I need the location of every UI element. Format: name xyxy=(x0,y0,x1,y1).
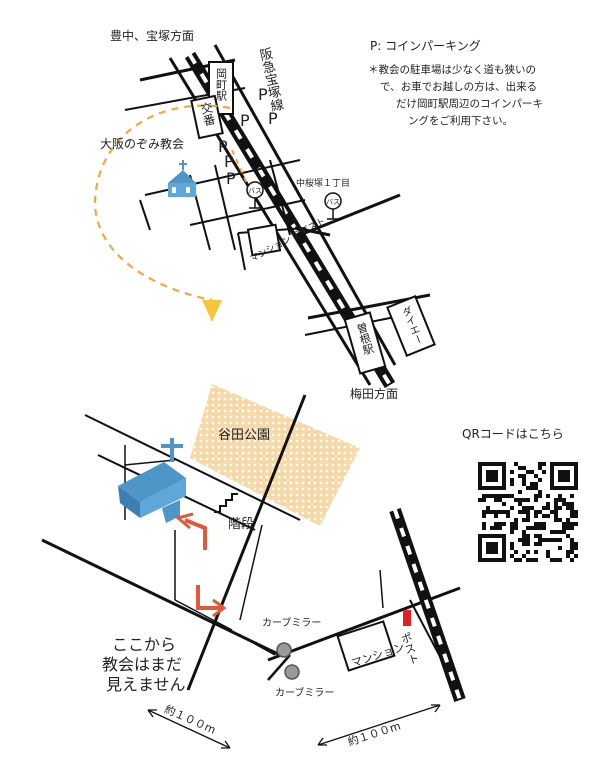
parking-marker: P xyxy=(240,111,250,130)
bus-stop-icon-1: バス xyxy=(246,181,264,209)
curve-mirror-label-bottom: カーブミラー xyxy=(275,686,334,699)
curve-mirror-icon-bottom xyxy=(284,664,300,680)
svg-text:バス: バス xyxy=(248,187,262,195)
church-icon-large xyxy=(118,366,186,547)
direction-north-label: 豊中、宝塚方面 xyxy=(110,28,194,43)
parking-note-line-1: ＊教会の駐車場は少なく道も狭いの xyxy=(368,64,536,76)
not-visible-line-1: ここから xyxy=(112,635,176,654)
route-arrows-red xyxy=(174,512,227,618)
not-visible-line-2: 教会はまだ xyxy=(102,655,182,674)
stairs-icon xyxy=(214,493,238,513)
railway-bottom xyxy=(389,508,466,702)
scale-bar-right: 約１００m xyxy=(317,704,441,749)
scale-bar-left: 約１００m xyxy=(147,702,231,749)
scale-right-label: 約１００m xyxy=(346,718,402,748)
qr-code[interactable] xyxy=(476,460,580,564)
stairs-label: 階段 xyxy=(228,517,254,532)
not-visible-line-3: 見えません xyxy=(106,675,186,694)
parking-marker: P xyxy=(226,169,236,188)
park-label: 谷田公園 xyxy=(218,428,270,443)
direction-south-label: 梅田方面 xyxy=(350,386,398,401)
station-okamachi-label: 岡町駅 xyxy=(215,68,228,102)
parking-note: ＊教会の駐車場は少なく道も狭いの で、お車でお越しの方は、出来る だけ岡町駅周辺… xyxy=(368,62,543,130)
parking-marker: P xyxy=(268,109,278,128)
park-area xyxy=(190,384,360,526)
church-name-label: 大阪のぞみ教会 xyxy=(100,136,184,151)
svg-text:バス: バス xyxy=(326,198,340,206)
route-circle xyxy=(93,104,231,302)
mansion-azest-box xyxy=(246,223,282,257)
parking-note-line-4: ングをご利用下さい。 xyxy=(408,115,513,127)
scale-left-label: 約１００m xyxy=(162,702,218,737)
legend-parking: P: コインパーキング xyxy=(370,39,481,53)
qr-label: QRコードはこちら xyxy=(462,427,564,441)
parking-markers: P P P P P P xyxy=(218,85,278,188)
curve-mirror-icon-top xyxy=(276,642,292,658)
parking-marker: P xyxy=(218,137,228,156)
parking-note-line-3: だけ岡町駅周辺のコインパーキ xyxy=(396,98,543,110)
bus-stop-icon-2: バス xyxy=(324,192,342,220)
post-box xyxy=(403,610,411,626)
mansion-box xyxy=(336,620,396,672)
station-sone xyxy=(343,311,387,375)
route-arrow-icon xyxy=(202,300,222,322)
bus-stop-name-label: 中桜塚１丁目 xyxy=(296,177,350,189)
curve-mirror-label-top: カーブミラー xyxy=(262,616,321,629)
parking-marker: P xyxy=(258,85,268,104)
roads-bottom xyxy=(41,394,461,691)
koban-label: 交番 xyxy=(198,99,217,127)
parking-note-line-2: で、お車でお越しの方は、出来る xyxy=(380,81,538,93)
church-icon-small xyxy=(168,160,196,197)
parking-marker: P xyxy=(224,152,234,171)
daiei-building xyxy=(386,294,436,358)
